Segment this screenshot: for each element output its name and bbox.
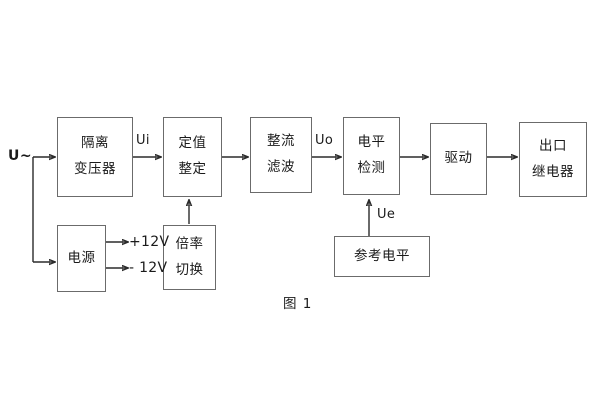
- rail-label-positive-12v: +12V: [129, 234, 170, 250]
- signal-label-uo: Uo: [315, 133, 334, 148]
- block-level-detection-line-2: 检测: [357, 160, 386, 176]
- block-output-relay-line-2: 继电器: [532, 163, 574, 180]
- block-rectify-filter[interactable]: 整流 滤波: [250, 117, 312, 193]
- block-output-relay-line-1: 出口: [539, 137, 567, 154]
- block-reference-level[interactable]: 参考电平: [334, 236, 430, 277]
- block-multiplier-switch-line-1: 倍率: [175, 235, 204, 252]
- signal-label-ui: Ui: [136, 133, 150, 148]
- block-reference-level-line-1: 参考电平: [354, 247, 410, 264]
- figure-caption: 图 1: [283, 296, 313, 312]
- block-setting-value[interactable]: 定值 整定: [163, 117, 222, 197]
- block-level-detection[interactable]: 电平 检测: [343, 117, 400, 195]
- block-setting-value-line-2: 整定: [178, 161, 207, 177]
- block-isolation-transformer[interactable]: 隔离 变压器: [57, 117, 133, 197]
- signal-label-ue: Ue: [377, 207, 396, 222]
- block-rectify-filter-line-1: 整流: [267, 133, 295, 150]
- block-level-detection-line-1: 电平: [357, 134, 386, 151]
- block-rectify-filter-line-2: 滤波: [267, 159, 295, 175]
- block-isolation-transformer-line-2: 变压器: [74, 161, 116, 177]
- source-label-u-ac: U~: [8, 148, 33, 164]
- rail-label-negative-12v: - 12V: [129, 260, 168, 276]
- block-power-supply-line-1: 电源: [67, 249, 96, 266]
- block-drive-line-1: 驱动: [444, 150, 473, 167]
- block-multiplier-switch-line-2: 切换: [175, 261, 204, 278]
- block-power-supply[interactable]: 电源: [57, 225, 106, 292]
- block-isolation-transformer-line-1: 隔离: [81, 135, 109, 152]
- block-setting-value-line-1: 定值: [178, 135, 207, 152]
- block-multiplier-switch[interactable]: 倍率 切换: [163, 225, 216, 290]
- block-drive[interactable]: 驱动: [430, 123, 487, 195]
- block-output-relay[interactable]: 出口 继电器: [519, 122, 587, 197]
